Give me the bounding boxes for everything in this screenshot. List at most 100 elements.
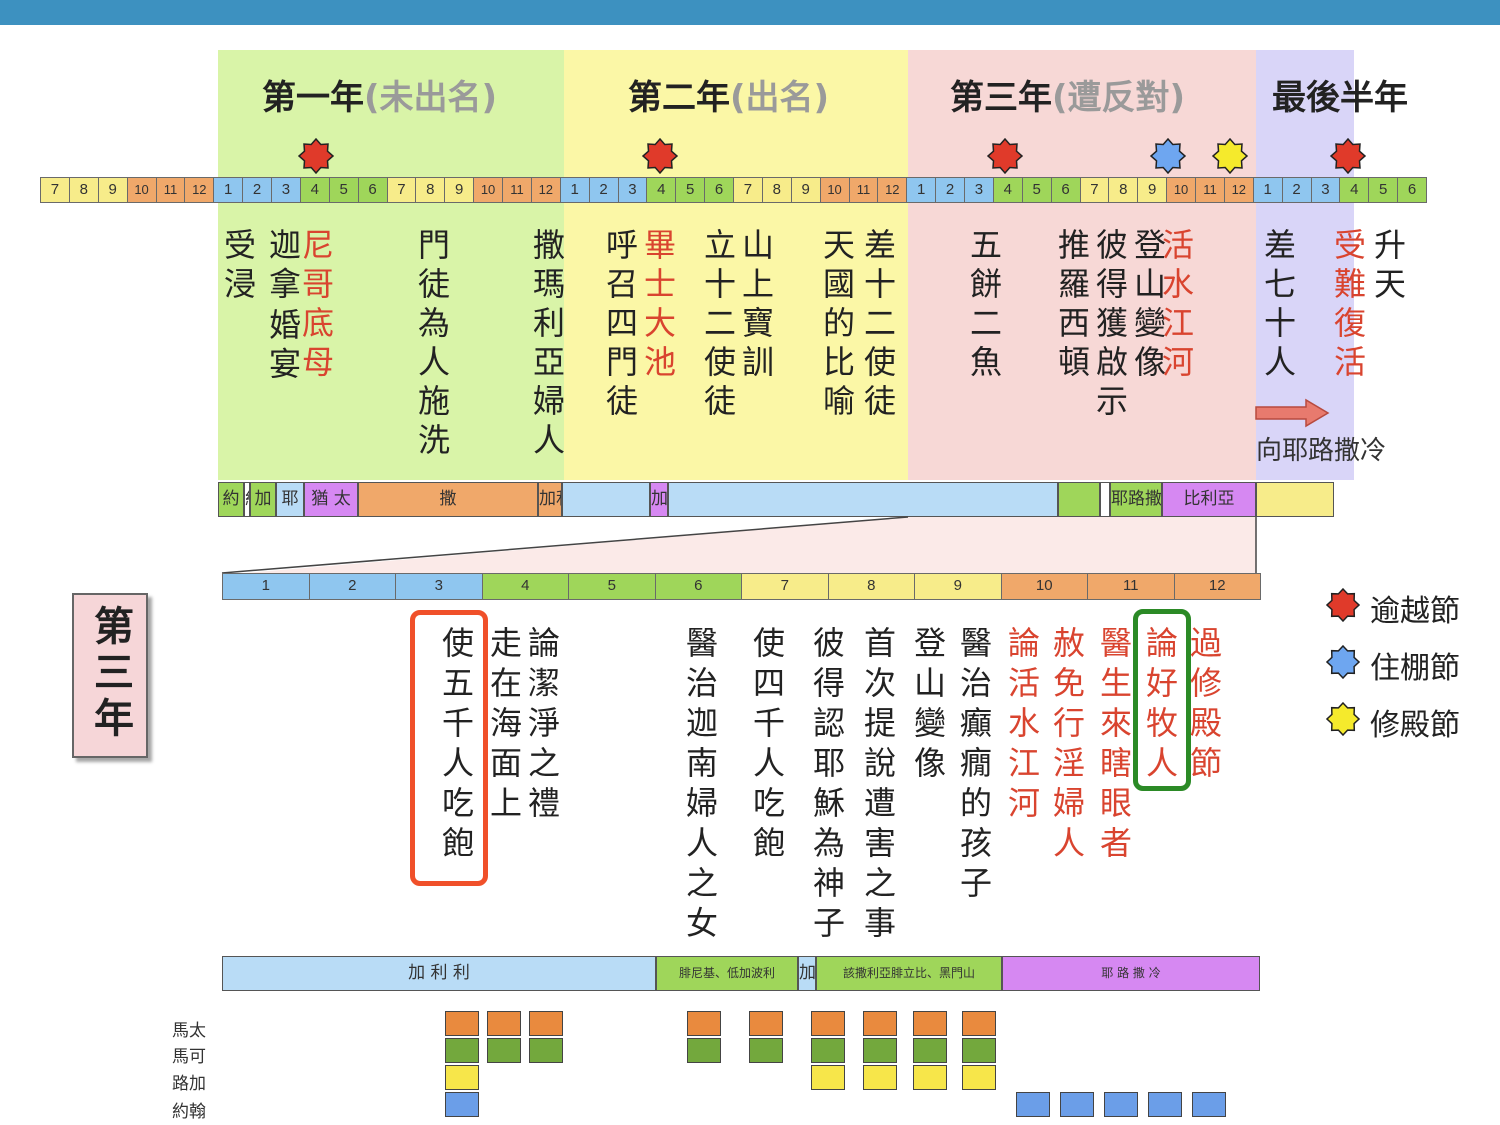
year3-event-label: 使五千人吃飽 [437,626,475,866]
month-cell: 9 [1137,177,1168,203]
passover-mark-icon [298,138,334,174]
top-event-label: 彼得獲啟示 [1091,228,1129,423]
top-event-label: 山上寶訓 [737,228,775,384]
dedication-legend-icon [1326,702,1360,736]
year3-month-cell: 1 [222,573,310,600]
region-segment: 加 利 利 [650,482,668,517]
gospel-square [445,1065,479,1090]
month-cell: 10 [819,177,850,203]
period-title-year3: 第三年(遭反對) [950,78,1186,118]
gospel-square [913,1038,947,1063]
year3-month-cell: 7 [741,573,829,600]
month-cell: 8 [415,177,446,203]
year3-label-box: 第三年 [72,593,148,758]
top-event-label: 活水江河 [1157,228,1195,384]
top-event-label: 迦拿 [264,228,302,306]
year3-label: 第三年 [87,605,133,743]
passover-mark-icon [642,138,678,174]
gospel-square [811,1065,845,1090]
gospel-square [962,1011,996,1036]
region-segment [1058,482,1100,517]
gospel-square [1148,1092,1182,1117]
gospel-square [811,1038,845,1063]
region-segment: 耶 [276,482,304,517]
gospel-square [1060,1092,1094,1117]
arrow-label: 向耶路撒冷 [1256,436,1387,466]
highlight-box-feeding-5000 [410,610,488,886]
top-event-label: 推羅西頓 [1053,228,1091,384]
region-segment: 猶 太 [304,482,358,517]
gospel-square [811,1011,845,1036]
gospel-square [1192,1092,1226,1117]
year3-month-cell: 4 [481,573,569,600]
month-cell: 12 [184,177,215,203]
expansion-lines [221,516,1257,575]
region-segment: 耶路撒冷 [1110,482,1162,517]
month-cell: 3 [271,177,301,203]
month-cell: 9 [444,177,475,203]
passover-mark-icon [1330,138,1366,174]
year1-background [218,50,564,480]
dedication-mark-icon [1212,138,1248,174]
top-event-label: 差七十人 [1259,228,1297,384]
region-segment: 約 [218,482,244,517]
month-cell: 2 [588,177,619,203]
top-event-label: 差十二使徒 [859,228,897,423]
month-cell: 7 [386,177,417,203]
year3-event-label: 赦免行淫婦人 [1048,626,1086,866]
month-cell: 6 [1050,177,1081,203]
year3-event-label: 論潔淨之禮 [523,626,561,826]
year3-month-cell: 11 [1087,573,1175,600]
top-event-label: 婚宴 [264,308,302,386]
month-cell: 5 [328,177,359,203]
month-cell: 7 [1079,177,1110,203]
top-event-label: 畢士大池 [639,228,677,384]
top-event-label: 受難復活 [1329,228,1367,384]
month-cell: 5 [675,177,706,203]
gospel-square [913,1065,947,1090]
year3-region-segment: 加 [798,956,816,991]
month-cell: 7 [40,177,70,203]
month-cell: 6 [1397,177,1427,203]
month-cell: 10 [126,177,157,203]
year3-event-label: 登山變像 [909,626,947,786]
tabernacles-legend-icon [1326,645,1360,679]
gospel-square [749,1038,783,1063]
gospel-square [445,1038,479,1063]
gospel-square [487,1038,521,1063]
region-segment [562,482,650,517]
year3-month-cell: 12 [1173,573,1261,600]
period-title-year2: 第二年(出名) [628,78,830,118]
legend-passover: 逾越節 [1370,594,1460,629]
year3-event-label: 走在海面上 [485,626,523,826]
month-cell: 11 [155,177,186,203]
gospel-luke: 路加 [172,1074,206,1094]
year3-month-cell: 10 [1000,573,1088,600]
month-cell: 4 [992,177,1023,203]
year2-background [564,50,908,480]
legend-tabernacles: 住棚節 [1370,651,1460,686]
top-bar [0,0,1500,25]
year3-month-cell: 2 [308,573,396,600]
gospel-square [863,1011,897,1036]
top-event-label: 立十二使徒 [699,228,737,423]
passover-mark-icon [987,138,1023,174]
tabernacles-mark-icon [1150,138,1186,174]
year3-event-label: 論活水江河 [1003,626,1041,826]
year3-month-cell: 6 [654,573,742,600]
gospel-square [962,1038,996,1063]
month-cell: 10 [1166,177,1196,203]
region-segment: 比利亞 [1162,482,1256,517]
month-cell: 5 [1368,177,1399,203]
gospel-square [487,1011,521,1036]
year3-month-cell: 8 [827,573,915,600]
gospel-square [687,1011,721,1036]
gospel-square [529,1038,563,1063]
gospel-square [445,1011,479,1036]
month-cell: 1 [906,177,937,203]
gospel-square [529,1011,563,1036]
gospel-square [962,1065,996,1090]
year3-event-label: 醫治癲癇的孩子 [955,626,993,906]
region-segment [668,482,1058,517]
year3-background [908,50,1256,480]
